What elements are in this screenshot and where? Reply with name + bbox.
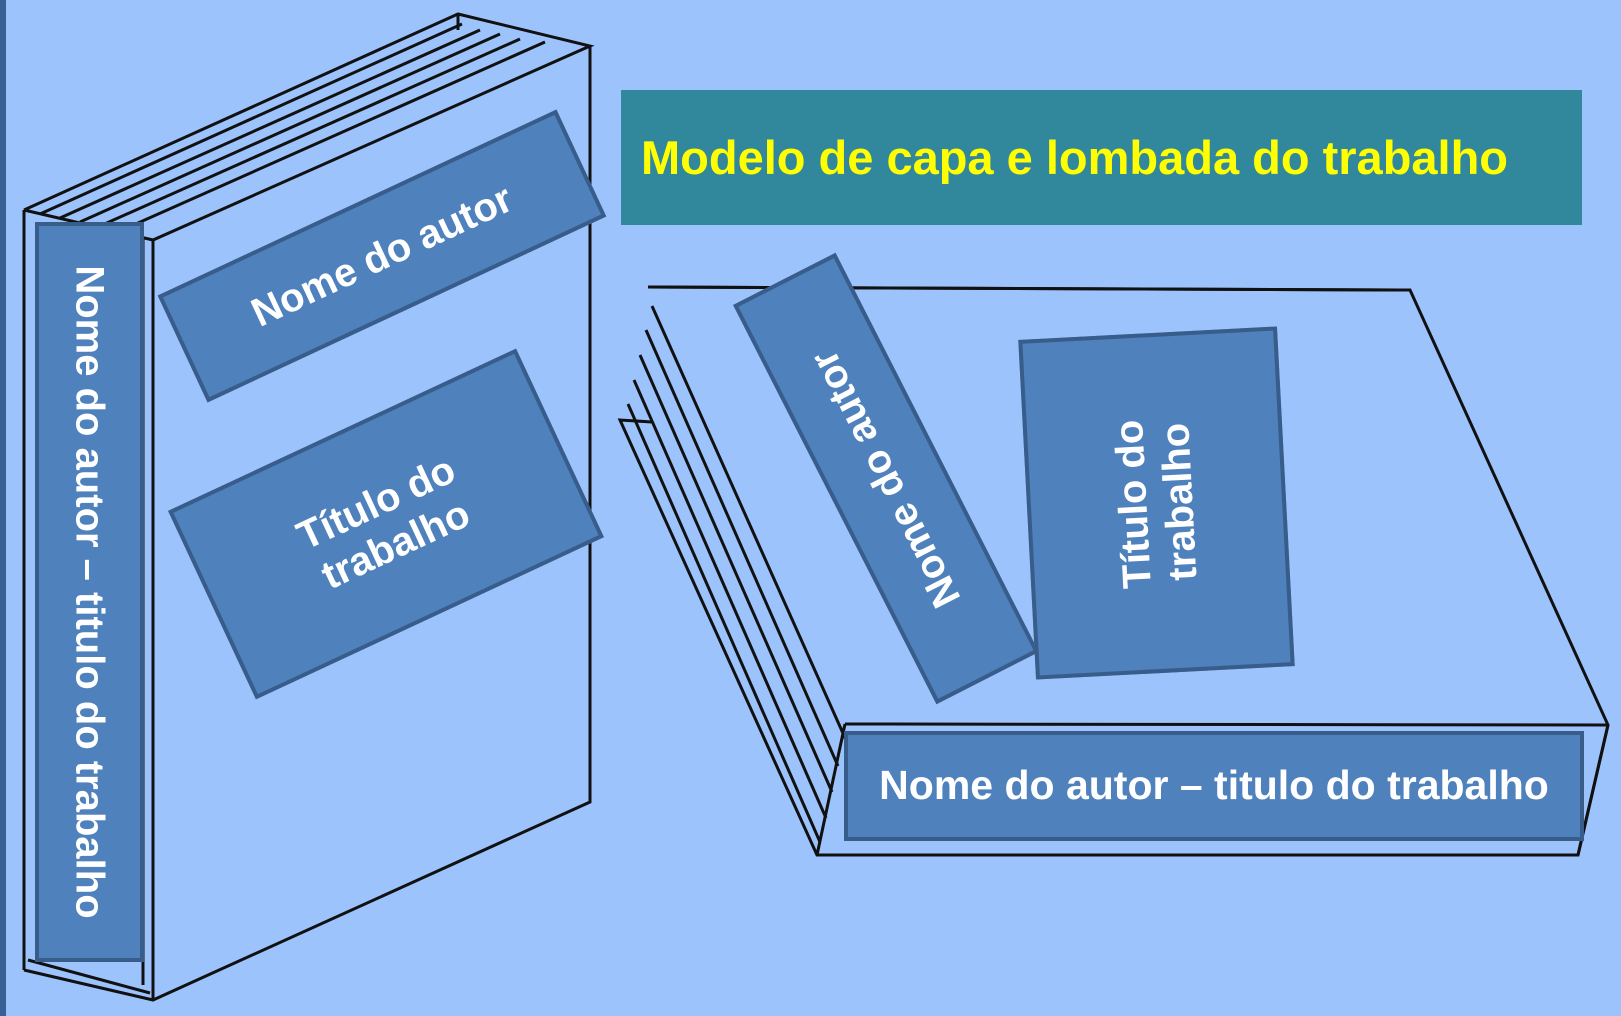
slide-edge-bar	[0, 0, 6, 1016]
lying-book-spine-top	[844, 722, 1609, 727]
standing-book-page-line	[59, 28, 481, 220]
title-box: Modelo de capa e lombada do trabalho	[621, 90, 1582, 225]
lying-title-line2: trabalho	[1153, 421, 1206, 582]
standing-spine-text: Nome do autor – titulo do trabalho	[67, 265, 112, 919]
lying-spine-label: Nome do autor – titulo do trabalho	[844, 731, 1584, 841]
lying-title-label: Título do trabalho	[1018, 326, 1295, 680]
standing-book-page-line	[39, 22, 463, 216]
page-title: Modelo de capa e lombada do trabalho	[641, 131, 1509, 184]
lying-book-page-line	[644, 329, 840, 767]
lying-spine-text: Nome do autor – titulo do trabalho	[879, 762, 1549, 809]
standing-book-page-line	[99, 37, 521, 228]
lying-book-page-line	[650, 305, 848, 741]
standing-book-spine-bottom	[27, 958, 151, 995]
lying-book-page-line	[626, 403, 822, 843]
lying-title-text-wrap: Título do trabalho	[1106, 416, 1207, 590]
standing-spine-label: Nome do autor – titulo do trabalho	[35, 222, 144, 962]
lying-book-outline	[617, 285, 1610, 857]
standing-book-page-line	[119, 40, 546, 233]
standing-book-back-edge	[23, 46, 592, 1002]
lying-book-page-line	[632, 379, 828, 819]
lying-book-page-line	[638, 354, 834, 793]
standing-book-page-line	[79, 32, 501, 224]
